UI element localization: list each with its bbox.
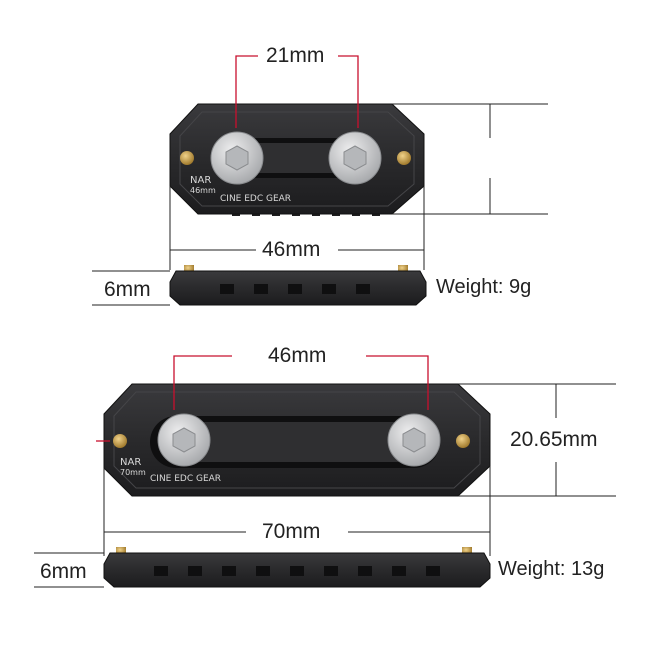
large-rail-weight: Weight: 13g bbox=[498, 558, 604, 581]
large-rail-screw-spacing-label: 46mm bbox=[268, 344, 327, 367]
small-rail-weight: Weight: 9g bbox=[436, 276, 531, 299]
small-rail-thickness-label: 6mm bbox=[104, 278, 151, 301]
large-rail-engraving-model: NAR 70mm bbox=[120, 458, 146, 478]
weight-value: 9g bbox=[509, 276, 532, 298]
small-rail-screw-spacing-label: 21mm bbox=[266, 44, 325, 67]
engraving-size: 46mm bbox=[190, 186, 216, 195]
brass-pin-icon bbox=[397, 151, 411, 165]
engraving-model: NAR bbox=[120, 457, 142, 468]
weight-label: Weight: bbox=[436, 276, 504, 298]
brass-pin-icon bbox=[180, 151, 194, 165]
brass-pin-icon bbox=[113, 434, 127, 448]
large-rail-length-label: 70mm bbox=[262, 520, 321, 543]
small-rail-side-view bbox=[169, 265, 427, 306]
small-rail-dimension-lines bbox=[92, 55, 548, 306]
weight-label: Weight: bbox=[498, 558, 566, 580]
engraving-size: 70mm bbox=[120, 468, 146, 477]
large-rail-top-view bbox=[103, 383, 491, 497]
small-rail-engraving-model: NAR 46mm bbox=[190, 176, 216, 196]
large-rail-width-label: 20.65mm bbox=[510, 428, 598, 451]
small-rail-top-view bbox=[169, 103, 425, 216]
large-rail-engraving-brand: CINE EDC GEAR bbox=[150, 474, 222, 484]
large-rail-dimension-lines bbox=[34, 355, 616, 588]
small-rail-engraving-brand: CINE EDC GEAR bbox=[220, 194, 292, 204]
large-rail-thickness-label: 6mm bbox=[40, 560, 87, 583]
weight-value: 13g bbox=[571, 558, 605, 580]
brass-pin-icon bbox=[456, 434, 470, 448]
engraving-model: NAR bbox=[190, 175, 212, 186]
large-rail-side-view bbox=[103, 547, 491, 588]
small-rail-length-label: 46mm bbox=[262, 238, 321, 261]
